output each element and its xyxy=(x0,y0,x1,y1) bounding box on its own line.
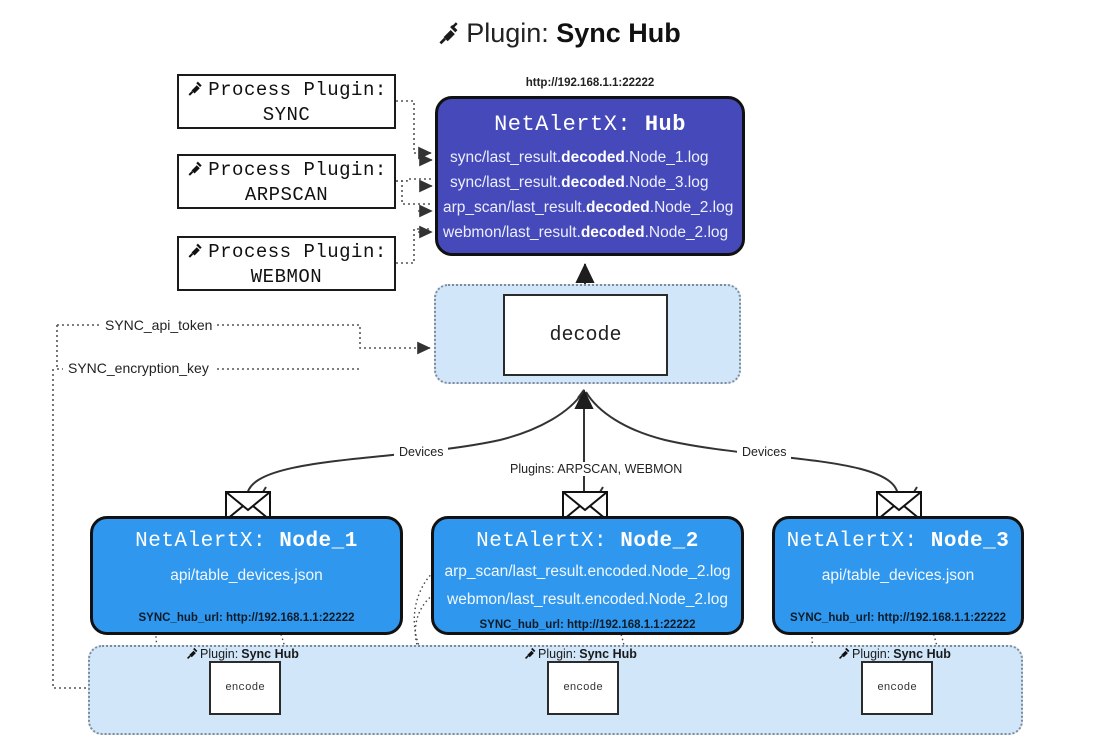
encoder-label-2: Plugin:Sync Hub xyxy=(523,645,637,663)
hub-title-prefix: NetAlertX: xyxy=(494,112,632,137)
hub-file-row: webmon/last_result.decoded.Node_2.log xyxy=(443,224,729,241)
process-plugin-arpscan[interactable]: Process Plugin: ARPSCAN xyxy=(177,154,396,209)
encoder-label-3: Plugin:Sync Hub xyxy=(837,645,951,663)
plug-icon xyxy=(523,645,538,663)
title-name: Sync Hub xyxy=(556,18,681,48)
hub-file-row: sync/last_result.decoded.Node_1.log xyxy=(450,149,709,166)
node-hub-url: SYNC_hub_url: http://192.168.1.1:22222 xyxy=(789,612,1007,624)
node-file-row: webmon/last_result.encoded.Node_2.log xyxy=(447,591,728,608)
encoder-label-1: Plugin:Sync Hub xyxy=(185,645,299,663)
hub-url-label: http://192.168.1.1:22222 xyxy=(525,77,655,89)
node-title: NetAlertX: Node_1 xyxy=(135,530,358,553)
hub-title-name: Hub xyxy=(644,112,686,137)
node-2[interactable]: NetAlertX: Node_2 arp_scan/last_result.e… xyxy=(431,516,744,635)
label-sync-encryption-key: SYNC_encryption_key xyxy=(63,360,214,376)
plug-icon xyxy=(185,645,200,663)
plug-icon xyxy=(837,645,852,663)
hub-title: NetAlertX: Hub xyxy=(438,112,742,137)
hub-file-row: sync/last_result.decoded.Node_3.log xyxy=(450,174,709,191)
process-plugin-name: SYNC xyxy=(262,103,311,126)
node-1[interactable]: NetAlertX: Node_1 api/table_devices.json… xyxy=(90,516,403,635)
hub-node[interactable]: NetAlertX: Hub sync/last_result.decoded.… xyxy=(435,96,745,256)
node-3[interactable]: NetAlertX: Node_3 api/table_devices.json… xyxy=(772,516,1024,635)
process-plugin-label: Process Plugin: xyxy=(208,159,387,181)
label-devices-left: Devices xyxy=(394,445,449,459)
process-plugin-label: Process Plugin: xyxy=(208,79,387,101)
plug-icon xyxy=(186,78,205,103)
label-sync-api-token: SYNC_api_token xyxy=(100,317,218,333)
plug-icon xyxy=(186,240,205,265)
encode-box-3[interactable]: encode xyxy=(861,661,933,715)
decode-box[interactable]: decode xyxy=(503,294,668,376)
node-file-row: api/table_devices.json xyxy=(821,567,975,584)
process-plugin-label: Process Plugin: xyxy=(208,241,387,263)
plug-icon xyxy=(186,158,205,183)
label-devices-right: Devices xyxy=(737,445,792,459)
encode-box-1[interactable]: encode xyxy=(209,661,281,715)
process-plugin-sync[interactable]: Process Plugin: SYNC xyxy=(177,74,396,129)
process-plugin-name: ARPSCAN xyxy=(244,183,329,206)
node-title: NetAlertX: Node_2 xyxy=(476,530,699,553)
encode-box-2[interactable]: encode xyxy=(547,661,619,715)
node-hub-url: SYNC_hub_url: http://192.168.1.1:22222 xyxy=(479,619,696,631)
node-hub-url: SYNC_hub_url: http://192.168.1.1:22222 xyxy=(138,612,355,624)
page-title: Plugin: Sync Hub xyxy=(0,18,1117,53)
hub-file-row: arp_scan/last_result.decoded.Node_2.log xyxy=(443,199,734,216)
title-prefix: Plugin: xyxy=(466,18,549,48)
node-file-row: arp_scan/last_result.encoded.Node_2.log xyxy=(444,563,731,580)
process-plugin-name: WEBMON xyxy=(250,265,323,288)
node-title: NetAlertX: Node_3 xyxy=(786,530,1010,553)
plug-icon xyxy=(436,20,462,53)
label-plugins-center: Plugins: ARPSCAN, WEBMON xyxy=(505,462,688,476)
node-file-row: api/table_devices.json xyxy=(170,567,323,584)
process-plugin-webmon[interactable]: Process Plugin: WEBMON xyxy=(177,236,396,291)
